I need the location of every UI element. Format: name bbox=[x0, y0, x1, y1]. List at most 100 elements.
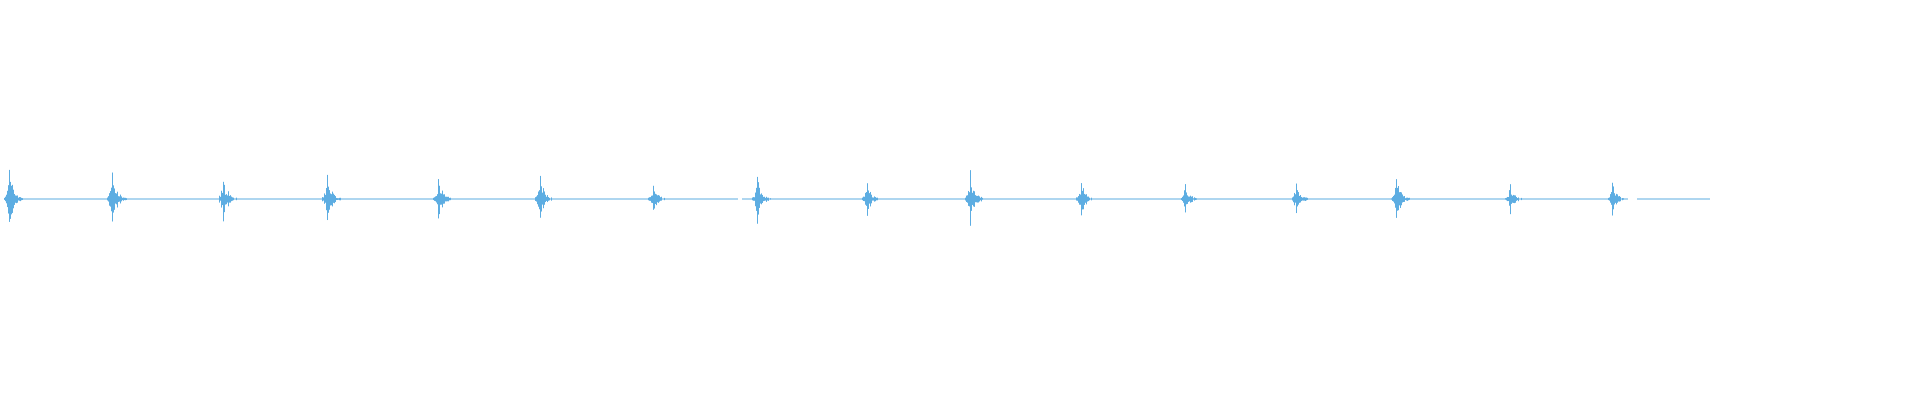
waveform-sample bbox=[1505, 198, 1506, 200]
waveform-sample bbox=[1189, 196, 1190, 202]
waveform-sample bbox=[17, 195, 18, 203]
waveform-sample bbox=[1396, 179, 1397, 218]
waveform-sample bbox=[440, 193, 441, 205]
waveform-burst bbox=[1391, 179, 1410, 218]
waveform-sample bbox=[1091, 197, 1092, 201]
waveform-sample bbox=[327, 174, 328, 221]
waveform-sample bbox=[229, 195, 230, 203]
waveform-sample bbox=[226, 194, 227, 205]
waveform-sample bbox=[219, 195, 220, 203]
waveform-sample bbox=[759, 187, 760, 208]
waveform-sample bbox=[19, 197, 20, 201]
waveform-sample bbox=[544, 191, 545, 205]
waveform-sample bbox=[322, 197, 323, 202]
waveform-sample bbox=[1298, 192, 1299, 205]
waveform-sample bbox=[1616, 193, 1617, 205]
waveform-sample bbox=[337, 198, 338, 200]
waveform-sample bbox=[1401, 192, 1402, 206]
waveform-sample bbox=[109, 193, 110, 206]
waveform-sample bbox=[540, 175, 541, 218]
waveform-sample bbox=[877, 197, 878, 201]
waveform-burst bbox=[1076, 183, 1092, 216]
waveform-sample bbox=[326, 187, 327, 211]
waveform-sample bbox=[113, 185, 114, 213]
waveform-sample bbox=[659, 195, 660, 202]
waveform-sample bbox=[1513, 194, 1514, 203]
waveform-sample bbox=[871, 194, 872, 204]
waveform-sample bbox=[107, 197, 108, 201]
waveform-sample bbox=[972, 192, 973, 205]
waveform-sample bbox=[1610, 194, 1611, 203]
waveform-sample bbox=[439, 185, 440, 215]
waveform-sample bbox=[970, 170, 971, 226]
waveform-sample bbox=[973, 190, 974, 207]
waveform-sample bbox=[1296, 183, 1297, 214]
waveform-burst bbox=[1292, 183, 1308, 214]
waveform-sample bbox=[1080, 194, 1081, 205]
waveform-sample bbox=[324, 193, 325, 204]
waveform-sample bbox=[15, 195, 16, 203]
waveform-sample bbox=[1185, 184, 1186, 213]
waveform-sample bbox=[233, 197, 234, 201]
waveform-sample bbox=[13, 189, 14, 209]
waveform-sample bbox=[539, 190, 540, 210]
waveform-sample bbox=[332, 191, 333, 207]
waveform-sample bbox=[982, 197, 983, 200]
waveform-sample bbox=[1408, 197, 1409, 201]
waveform-sample bbox=[653, 185, 654, 210]
waveform-sample bbox=[232, 197, 233, 201]
waveform-sample bbox=[450, 197, 451, 201]
waveform-sample bbox=[230, 195, 231, 203]
waveform-sample bbox=[979, 196, 980, 202]
waveform-sample bbox=[868, 190, 869, 209]
waveform-sample bbox=[1306, 197, 1307, 201]
waveform-sample bbox=[1299, 195, 1300, 203]
waveform-sample bbox=[1515, 195, 1516, 203]
waveform-sample bbox=[220, 196, 221, 201]
waveform-sample bbox=[535, 197, 536, 201]
waveform-sample bbox=[968, 190, 969, 206]
waveform-sample bbox=[1394, 194, 1395, 204]
waveform-sample bbox=[114, 188, 115, 210]
waveform-sample bbox=[1399, 192, 1400, 206]
waveform-sample bbox=[1614, 193, 1615, 205]
waveform-sample bbox=[1397, 187, 1398, 211]
waveform-sample bbox=[236, 197, 237, 201]
waveform-sample bbox=[768, 197, 769, 201]
waveform-sample bbox=[654, 191, 655, 209]
waveform-sample bbox=[770, 198, 771, 200]
waveform-sample bbox=[1512, 195, 1513, 203]
waveform-sample bbox=[11, 185, 12, 215]
waveform-sample bbox=[12, 184, 13, 213]
waveform-sample bbox=[1407, 197, 1408, 201]
waveform-sample bbox=[1183, 195, 1184, 203]
waveform-sample bbox=[966, 195, 967, 203]
waveform-sample bbox=[765, 197, 766, 201]
waveform-burst bbox=[1608, 182, 1624, 216]
waveform-sample bbox=[221, 190, 222, 208]
waveform-sample bbox=[657, 195, 658, 203]
waveform-sample bbox=[872, 197, 873, 201]
waveform-sample bbox=[1406, 197, 1407, 201]
waveform-sample bbox=[1076, 197, 1077, 201]
waveform-sample bbox=[967, 195, 968, 203]
waveform-sample bbox=[1517, 198, 1518, 201]
waveform-sample bbox=[1514, 195, 1515, 204]
waveform-sample bbox=[108, 196, 109, 202]
waveform-sample bbox=[223, 181, 224, 222]
waveform-sample bbox=[325, 194, 326, 203]
waveform-sample bbox=[551, 197, 552, 201]
waveform-sample bbox=[6, 194, 7, 204]
waveform-sample bbox=[1619, 196, 1620, 202]
waveform-sample bbox=[981, 196, 982, 202]
waveform-sample bbox=[978, 195, 979, 203]
waveform-sample bbox=[21, 197, 22, 201]
waveform-sample bbox=[339, 197, 340, 201]
waveform-sample bbox=[1089, 197, 1090, 201]
waveform-sample bbox=[975, 195, 976, 203]
waveform-sample bbox=[336, 197, 337, 201]
waveform-sample bbox=[110, 191, 111, 207]
waveform-sample bbox=[1084, 193, 1085, 205]
waveform-sample bbox=[648, 197, 649, 201]
